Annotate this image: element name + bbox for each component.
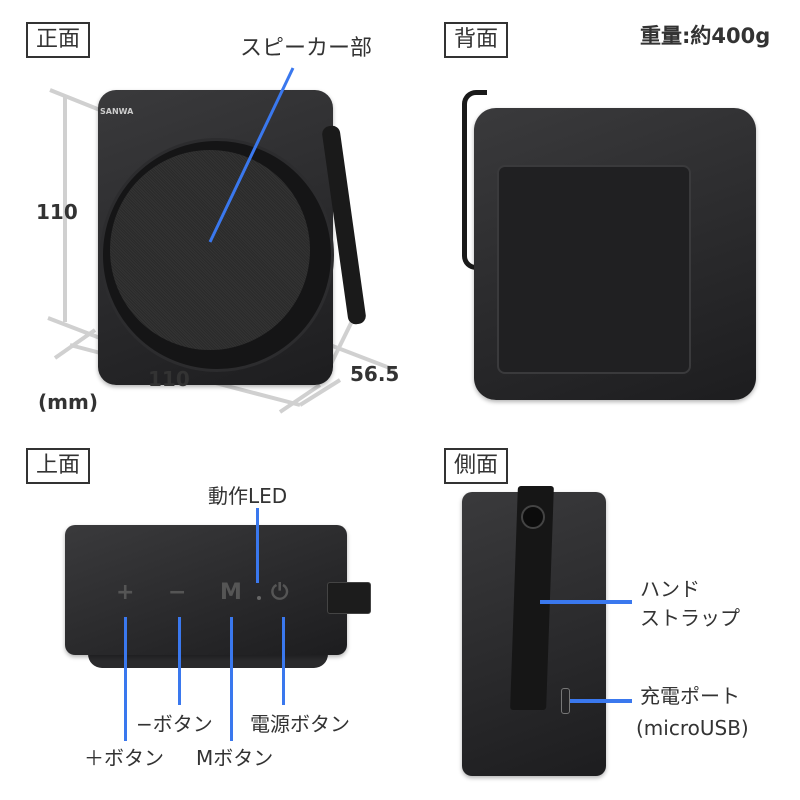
front-view-label: 正面 — [26, 22, 91, 58]
port-label-line2: (microUSB) — [636, 716, 749, 740]
weight-label: 重量:約400g — [640, 24, 771, 48]
strap-rivet — [521, 505, 545, 529]
led-label: 動作LED — [208, 484, 288, 508]
power-button[interactable]: ⏻ — [271, 580, 289, 605]
power-button-label: 電源ボタン — [250, 712, 350, 736]
m-button[interactable]: M — [220, 580, 242, 605]
speaker-label: スピーカー部 — [240, 36, 373, 61]
power-callout-line — [282, 617, 285, 705]
width-dimension: 110 — [148, 367, 190, 391]
height-dimension: 110 — [36, 200, 78, 224]
plus-button-label: ＋ボタン — [84, 746, 164, 770]
m-callout-line — [230, 617, 233, 741]
port-label-line1: 充電ポート — [640, 684, 740, 708]
port-callout-line — [570, 699, 632, 703]
strap-callout-line — [540, 600, 632, 604]
minus-button[interactable]: − — [168, 580, 187, 605]
minus-button-label: −ボタン — [136, 712, 213, 736]
led-indicator — [257, 596, 261, 600]
depth-dimension: 56.5 — [350, 362, 400, 386]
speaker-top-body — [65, 525, 347, 655]
m-button-label: Mボタン — [196, 746, 274, 770]
plus-callout-line — [124, 617, 127, 741]
side-view-label: 側面 — [444, 448, 509, 484]
strap-loop — [327, 582, 371, 614]
unit-label: (mm) — [38, 390, 98, 414]
plus-button[interactable]: + — [116, 580, 135, 605]
led-callout-line — [256, 508, 259, 583]
top-view-label: 上面 — [26, 448, 91, 484]
strap-label-line2: ストラップ — [640, 606, 740, 630]
back-panel — [497, 165, 691, 374]
strap-label-line1: ハンド — [640, 577, 700, 601]
back-view-label: 背面 — [444, 22, 509, 58]
minus-callout-line — [178, 617, 181, 705]
microusb-port[interactable] — [561, 688, 570, 714]
brand-logo: SANWA — [100, 107, 134, 116]
speaker-callout-line — [208, 67, 295, 243]
speaker-grille — [110, 150, 310, 350]
